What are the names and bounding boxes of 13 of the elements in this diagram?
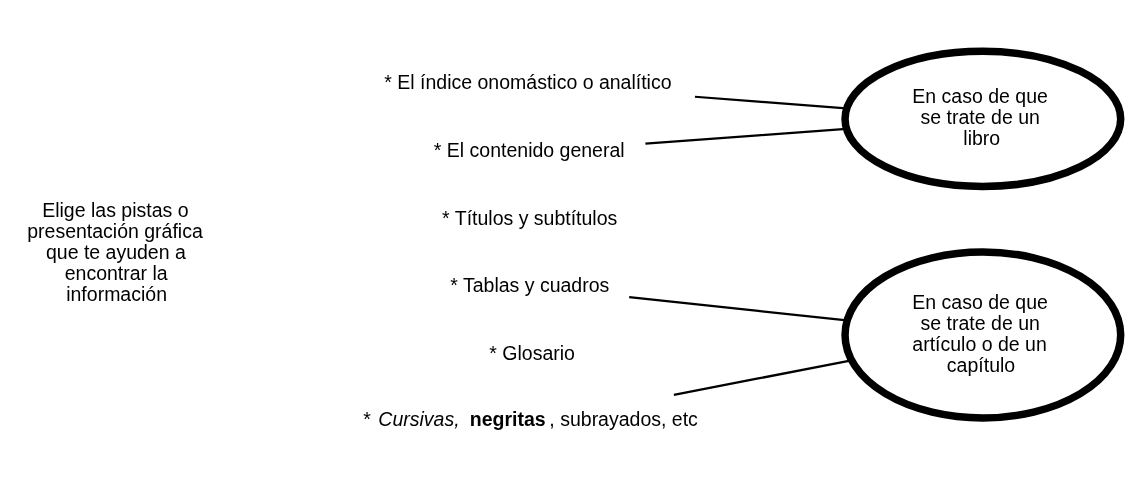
node-text: * El índice onomástico o analítico xyxy=(384,70,672,93)
node-text: * Títulos y subtítulos xyxy=(442,206,618,229)
connector xyxy=(673,358,852,396)
connector xyxy=(645,127,847,145)
node-ellipse: En caso de que se trate de un artículo o de un capítulo xyxy=(841,247,1125,422)
node-ellipse: En caso de que se trate de un libro xyxy=(841,47,1125,190)
node-text: * Tablas y cuadros xyxy=(450,273,610,296)
node-text: Elige las pistas o presentación gráfica que te ayuden a encontrar la información xyxy=(27,198,203,305)
connector xyxy=(694,95,847,110)
node-text: * Glosario xyxy=(489,341,575,364)
node-text: *Cursivas, negritas, subrayados, etc xyxy=(363,407,698,430)
connector xyxy=(629,295,847,322)
node-text: * El contenido general xyxy=(433,138,625,161)
